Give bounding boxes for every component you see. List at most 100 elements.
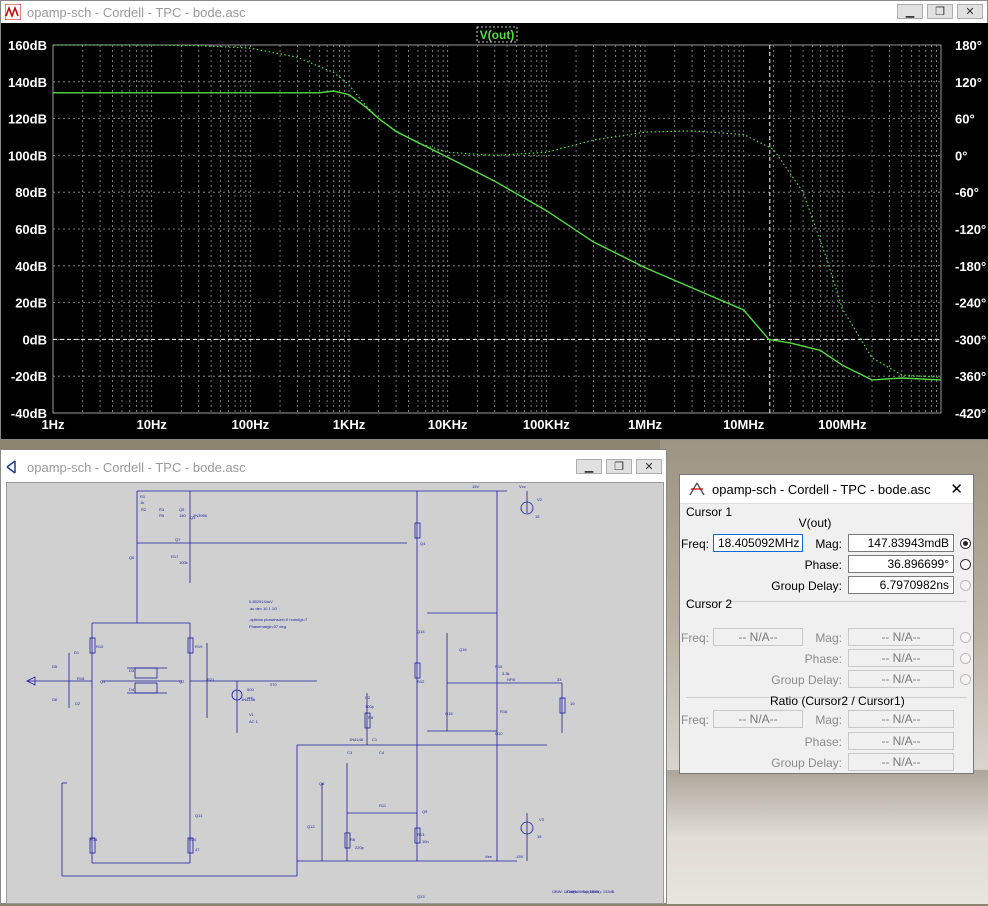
schematic-label: C3 [347, 750, 353, 755]
close-button[interactable]: ✕ [957, 4, 983, 19]
schematic-label: 3.3k [502, 671, 510, 676]
schematic-label: 150 [179, 513, 186, 518]
cursor1-mag-field[interactable]: 147.83943mdB [848, 534, 954, 552]
schematic-label: Q13 [417, 894, 425, 899]
cursor2-gd-radio [960, 674, 971, 685]
ratio-gd-field: -- N/A-- [848, 753, 954, 771]
y-left-tick-label: 160dB [8, 38, 47, 53]
cursor1-phase-field[interactable]: 36.896699° [848, 555, 954, 573]
schematic-label: 1k [140, 500, 144, 505]
cursor2-gd-label: Group Delay: [771, 673, 842, 687]
divider [686, 601, 967, 602]
cursor2-group-label: Cursor 2 [686, 597, 733, 611]
cursor1-phase-label: Phase: [804, 558, 842, 572]
schematic-label: V1 [249, 712, 255, 717]
schematic-label: R21 [207, 677, 215, 682]
schematic-label: R5 [159, 513, 165, 518]
schematic-label: 15 [535, 514, 540, 519]
y-right-tick-label: -120° [955, 222, 986, 237]
schematic-label: Q6 [129, 555, 135, 560]
cursor1-phase-radio[interactable] [960, 559, 971, 570]
trace-label: V(out) [480, 28, 515, 42]
cursor2-freq-label: Freq: [680, 631, 709, 645]
minimize-button[interactable]: ▁ [576, 459, 602, 474]
cursor-app-icon [689, 482, 705, 496]
ratio-mag-label: Mag: [815, 713, 842, 727]
ratio-freq-field: -- N/A-- [713, 710, 803, 728]
schematic-label: Q8 [319, 781, 325, 786]
schematic-label: Q2 [179, 679, 185, 684]
cursor2-mag-field: -- N/A-- [848, 628, 954, 646]
cursor1-group-label: Cursor 1 [686, 505, 733, 519]
schematic-label: R20 [189, 837, 197, 842]
schematic-label: 600 [247, 687, 254, 692]
schematic-app-icon [6, 460, 16, 474]
cursor2-phase-field: -- N/A-- [848, 649, 954, 667]
y-left-tick-label: 20dB [15, 296, 47, 311]
schematic-label: R1 [140, 494, 146, 499]
schematic-label: R2 [141, 507, 147, 512]
cursor-dialog-title: opamp-sch - Cordell - TPC - bode.asc [712, 481, 931, 497]
schematic-window[interactable]: opamp-sch - Cordell - TPC - bode.asc ▁ ❐… [0, 449, 667, 904]
x-tick-label: 100KHz [523, 417, 570, 432]
x-tick-label: 10Hz [136, 417, 167, 432]
ratio-group-label: Ratio (Cursor2 / Cursor1) [770, 694, 905, 708]
restore-button[interactable]: ❐ [606, 459, 632, 474]
schematic-label: R10 [96, 644, 104, 649]
schematic-label: Phasemargin:37 deg [249, 624, 286, 629]
plot-frame [52, 44, 942, 414]
desktop-background-band [660, 770, 988, 840]
y-left-tick-label: 40dB [15, 259, 47, 274]
schematic-label: D6 [52, 697, 58, 702]
schematic-label: Q14 [417, 629, 425, 634]
cursor2-mag-label: Mag: [815, 631, 842, 645]
x-tick-label: 1KHz [333, 417, 366, 432]
schematic-label: R8 [368, 715, 374, 720]
trace-label-box [476, 26, 518, 43]
restore-button[interactable]: ❐ [927, 4, 953, 19]
schematic-label: R18 [77, 676, 85, 681]
cursor1-gd-radio[interactable] [960, 580, 971, 591]
schematic-label: Q1 [100, 679, 106, 684]
schematic-label: 0.8529144uV [249, 599, 273, 604]
schematic-label: C4 [379, 750, 385, 755]
cursor-dialog[interactable]: opamp-sch - Cordell - TPC - bode.asc ✕ C… [679, 474, 974, 774]
schematic-label: .ac dec 10 1 1G [249, 606, 277, 611]
schematic-drawing[interactable]: 15VVccV215Vee-15VV315R11kR2R3R5150Q52N39… [7, 483, 663, 903]
close-icon[interactable]: ✕ [950, 481, 963, 498]
close-button[interactable]: ✕ [636, 459, 662, 474]
x-tick-label: 1MHz [628, 417, 662, 432]
cursor1-mag-radio[interactable] [960, 538, 971, 549]
ratio-phase-label: Phase: [804, 735, 842, 749]
schematic-label: 33 [557, 677, 562, 682]
schematic-label: 100p [365, 704, 375, 709]
y-right-tick-label: 60° [955, 112, 975, 127]
schematic-label: GBW: 18 MHz [552, 889, 578, 894]
schematic-label: 1N4148 [349, 737, 364, 742]
schematic-label: out [247, 695, 253, 700]
ratio-freq-label: Freq: [680, 713, 709, 727]
cursor1-gd-field[interactable]: 6.7970982ns [848, 576, 954, 594]
schematic-label: 1N4148 [241, 697, 256, 702]
cursor-dialog-titlebar[interactable]: opamp-sch - Cordell - TPC - bode.asc ✕ [680, 475, 973, 504]
cursor1-freq-input[interactable]: 18.405092MHz [713, 534, 803, 552]
schematic-label: Q7 [175, 537, 181, 542]
y-left-tick-label: 140dB [8, 75, 47, 90]
waveform-window[interactable]: opamp-sch - Cordell - TPC - bode.asc ▁ ❐… [0, 0, 988, 440]
cursor1-mag-label: Mag: [815, 537, 842, 551]
bode-plot-canvas[interactable]: 160dB140dB120dB100dB80dB60dB40dB20dB0dB-… [1, 23, 988, 439]
schematic-label: 100k [179, 560, 188, 565]
x-tick-label: 10KHz [428, 417, 468, 432]
schematic-label: D1 [74, 650, 80, 655]
schematic-label: Q12 [307, 824, 315, 829]
waveform-titlebar[interactable]: opamp-sch - Cordell - TPC - bode.asc ▁ ❐… [1, 1, 987, 23]
schematic-label: 10 [570, 701, 575, 706]
cursor1-freq-label: Freq: [680, 537, 709, 551]
y-left-tick-label: -20dB [11, 369, 47, 384]
schematic-titlebar[interactable]: opamp-sch - Cordell - TPC - bode.asc ▁ ❐… [1, 456, 666, 478]
schematic-label: C1 [372, 737, 378, 742]
schematic-label: R6 [350, 837, 356, 842]
minimize-button[interactable]: ▁ [897, 4, 923, 19]
